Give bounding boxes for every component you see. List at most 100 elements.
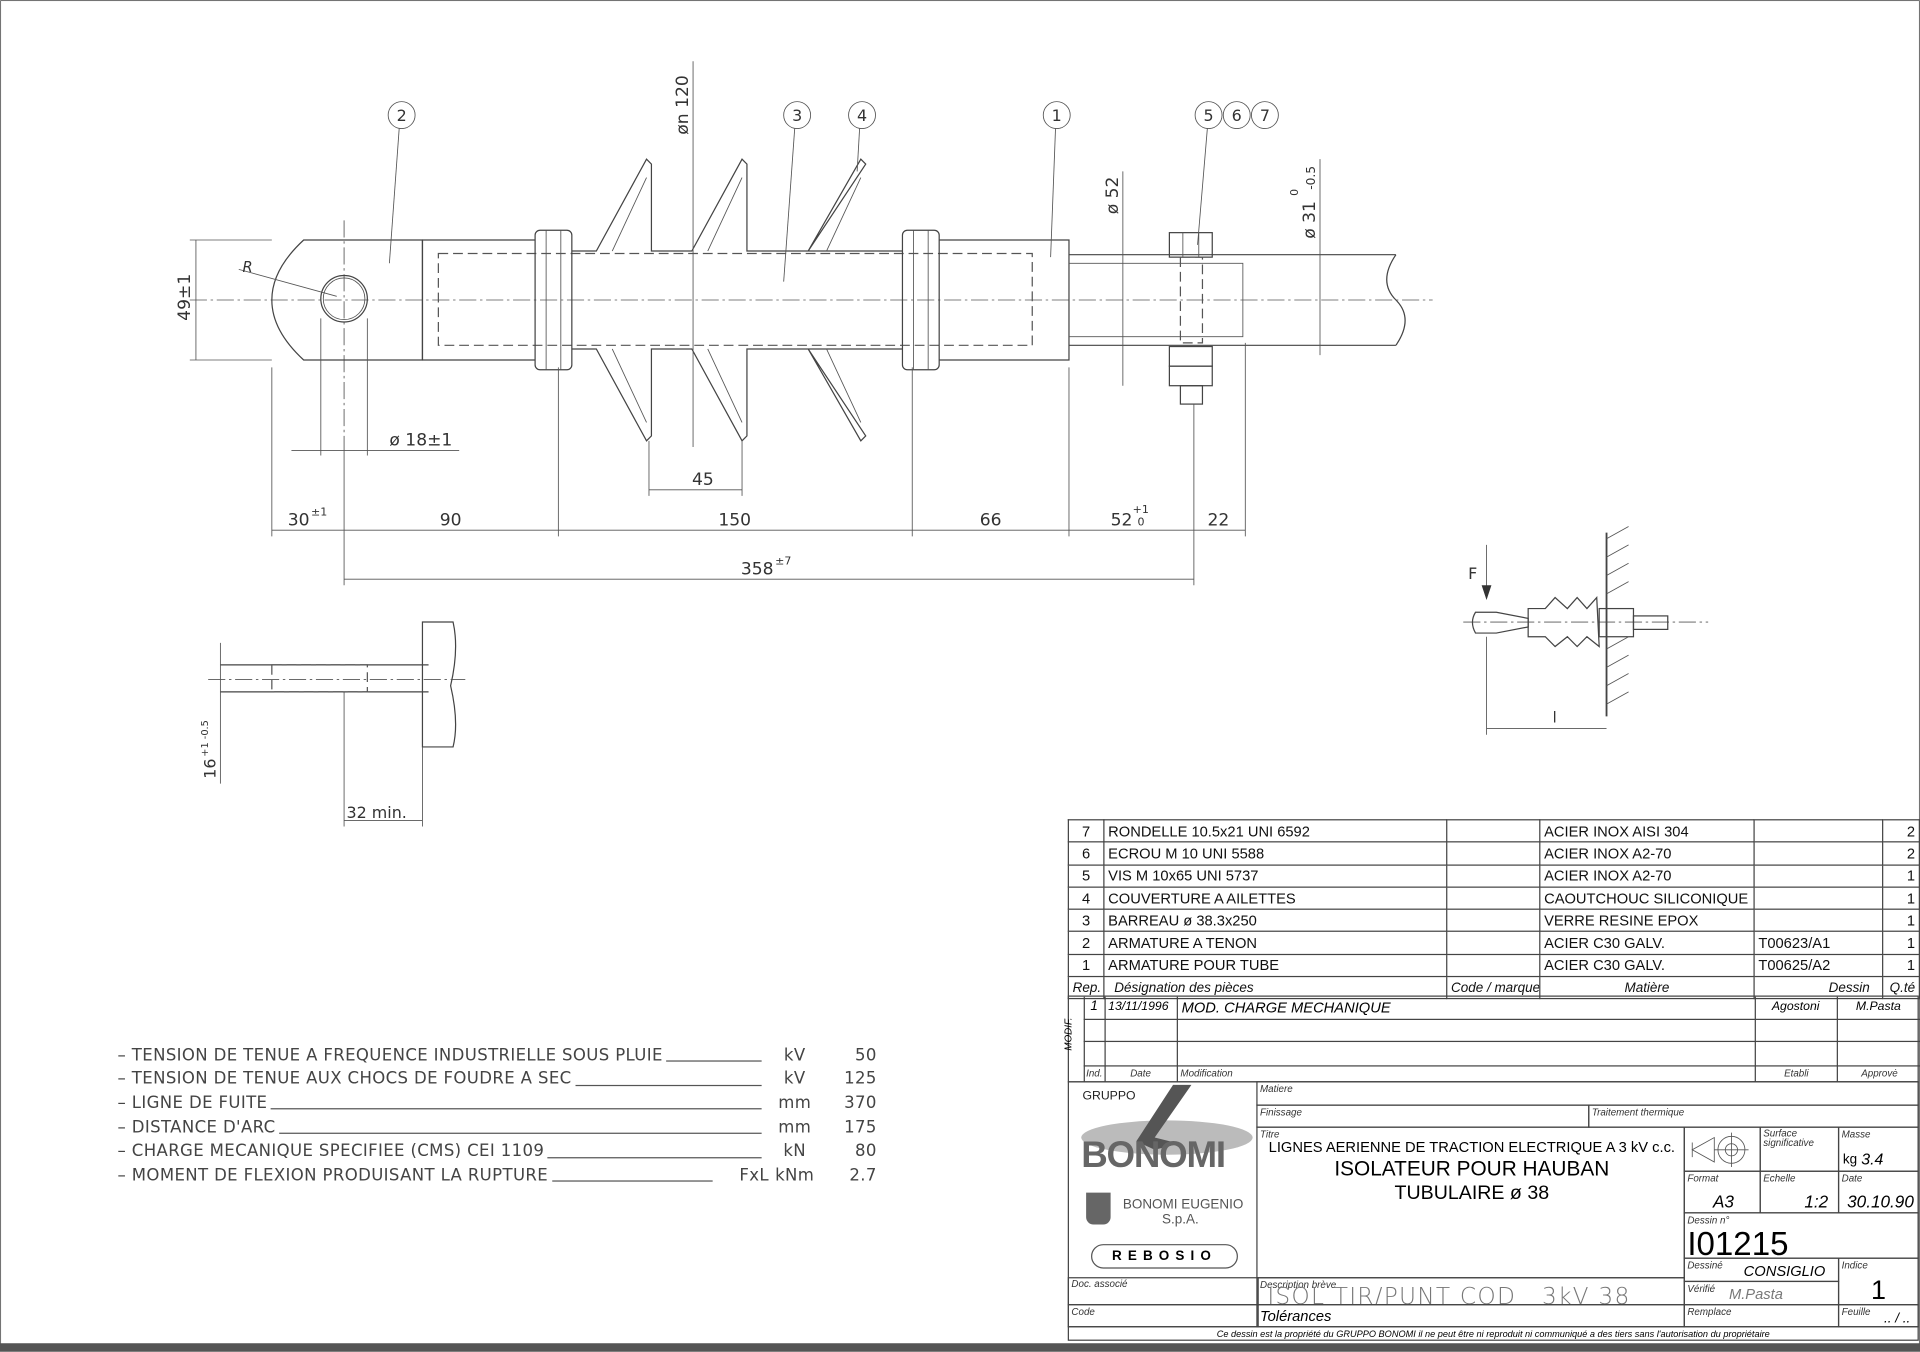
parts-cell: ACIER C30 GALV. [1539,953,1755,978]
specifications-list: – TENSION DE TENUE A FREQUENCE INDUSTRIE… [117,1043,877,1187]
svg-text:45: 45 [692,470,714,490]
dimensions: 30±1 90 150 66 52+10 22 358±7 45 ø 18±1 … [175,61,1321,586]
bolt-nut-washer [1168,232,1213,405]
parts-cell: ARMATURE A TENON [1103,931,1448,955]
spec-value: 80 [854,1141,877,1162]
svg-text:90: 90 [440,510,462,530]
svg-text:ø 18±1: ø 18±1 [389,431,452,451]
parts-cell [1753,908,1884,933]
drawing-number: I01215 [1687,1225,1789,1259]
parts-cell: ACIER INOX AISI 304 [1539,819,1755,843]
spec-label: – TENSION DE TENUE AUX CHOCS DE FOUDRE A… [117,1069,576,1090]
spec-value: 50 [854,1045,877,1066]
parts-cell: 1 [1882,863,1920,888]
balloon-2: 2 [397,106,407,125]
parts-cell: ACIER C30 GALV. [1539,931,1755,955]
balloon-3: 3 [792,106,802,125]
modif-date: 13/11/1996 [1108,1000,1169,1014]
parts-cell: 1 [1882,886,1920,911]
parts-cell: 2 [1882,819,1920,843]
spec-unit: kN [783,1141,807,1162]
svg-text:-0.5: -0.5 [1304,166,1318,190]
parts-cell: VERRE RESINE EPOX [1539,908,1755,933]
parts-cell [1753,863,1884,888]
parts-cell: ARMATURE POUR TUBE [1103,953,1448,978]
spec-row: – TENSION DE TENUE A FREQUENCE INDUSTRIE… [117,1043,877,1067]
svg-text:22: 22 [1207,510,1229,530]
spec-label: – TENSION DE TENUE A FREQUENCE INDUSTRIE… [117,1045,667,1066]
spec-unit: kNm [775,1165,815,1186]
revision-index: 1 [1871,1274,1887,1306]
svg-text:0: 0 [1138,515,1145,528]
balloon-5: 5 [1204,106,1214,125]
svg-text:±7: ±7 [775,554,791,567]
collar-left [534,229,573,371]
modif-label: MODIF. [1062,1017,1074,1051]
parts-cell: 2 [1882,841,1920,866]
spec-unit: mm [778,1117,812,1138]
spec-row: – CHARGE MECANIQUE SPECIFIEE (CMS) CEI 1… [117,1139,877,1163]
svg-text:ø 52: ø 52 [1103,177,1123,215]
spec-row: – MOMENT DE FLEXION PRODUISANT LA RUPTUR… [117,1165,877,1186]
spec-label: – CHARGE MECANIQUE SPECIFIEE (CMS) CEI 1… [117,1141,548,1162]
balloon-6: 6 [1232,106,1242,125]
parts-cell: VIS M 10x65 UNI 5737 [1103,863,1448,888]
parts-cell [1446,953,1541,978]
ownership-notice: Ce dessin est la propriété du GRUPPO BON… [1067,1326,1919,1342]
parts-cell: 1 [1882,931,1920,955]
spec-unit: kV [783,1045,806,1066]
spec-value: 2.7 [849,1165,877,1186]
modif-description: MOD. CHARGE MECHANIQUE [1181,999,1391,1017]
parts-cell: ACIER INOX A2-70 [1539,863,1755,888]
title-line-2: ISOLATEUR POUR HAUBAN [1334,1157,1610,1181]
parts-cell [1446,863,1541,888]
spec-label: – MOMENT DE FLEXION PRODUISANT LA RUPTUR… [117,1165,552,1186]
parts-cell: T00623/A1 [1753,931,1884,955]
parts-cell: ECROU M 10 UNI 5588 [1103,841,1448,866]
spec-value: 175 [844,1117,877,1138]
svg-text:±1: ±1 [311,506,327,519]
spec-unit: kV [783,1069,806,1090]
parts-cell: BARREAU ø 38.3x250 [1103,908,1448,933]
armature-tube [939,239,1070,361]
parts-header: Rep. Désignation des pièces Code / marqu… [1067,976,1920,1000]
title-line-3: TUBULAIRE ø 38 [1394,1182,1550,1204]
svg-text:øn 120: øn 120 [673,75,693,134]
parts-cell [1446,819,1541,843]
balloon-1: 1 [1052,106,1062,125]
parts-cell: T00625/A2 [1753,953,1884,978]
tube [1068,254,1406,346]
parts-cell [1753,819,1884,843]
svg-text:32 min.: 32 min. [347,803,407,822]
rod-hidden-outline [437,252,1033,346]
svg-text:150: 150 [718,510,751,530]
svg-text:+1 -0.5: +1 -0.5 [200,720,211,757]
short-description: ISOL TIR/PUNT COD 3kV 38 [1267,1283,1631,1306]
parts-cell: RONDELLE 10.5x21 UNI 6592 [1103,819,1448,843]
title-line-1: LIGNES AERIENNE DE TRACTION ELECTRIQUE A… [1268,1138,1676,1156]
collar-right [901,229,940,371]
parts-cell [1446,908,1541,933]
sheds [571,158,903,442]
parts-cell: 4 [1067,886,1105,911]
parts-cell [1753,886,1884,911]
spec-value: 125 [844,1069,877,1090]
title-block: GRUPPO BONOMI BONOMI EUGENIO S.p.A. REBO… [1067,1081,1919,1342]
parts-cell: CAOUTCHOUC SILICONIQUE [1539,886,1755,911]
parts-cell: 1 [1067,953,1105,978]
balloon-7: 7 [1260,106,1270,125]
svg-text:66: 66 [980,510,1002,530]
svg-text:ø 31: ø 31 [1300,201,1320,239]
modif-etabli: Agostoni [1771,1000,1820,1014]
